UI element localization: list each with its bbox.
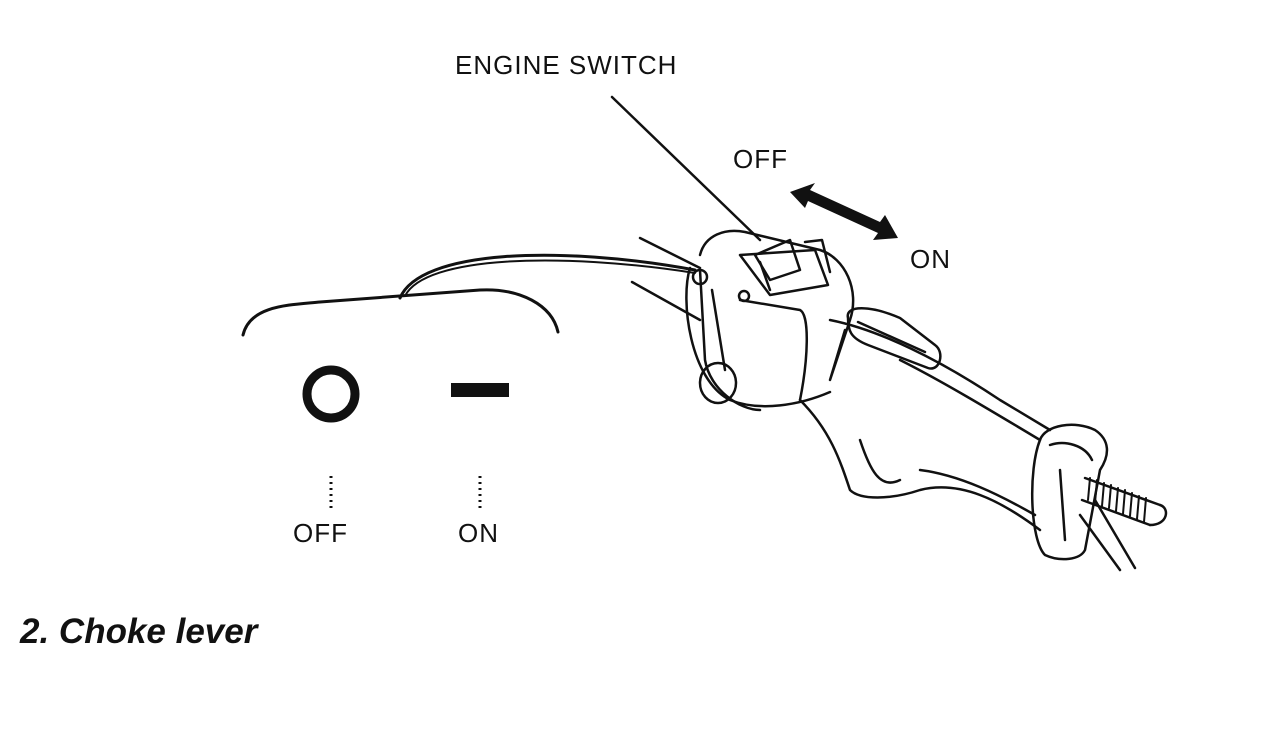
switch-on-label: ON xyxy=(910,244,951,274)
off-symbol-circle xyxy=(302,365,360,423)
symbol-on-label: ON xyxy=(458,518,499,548)
rocker-switch xyxy=(738,248,830,297)
handle-grip xyxy=(828,318,1052,432)
symbol-off-label: OFF xyxy=(293,518,348,548)
end-collar xyxy=(1030,423,1109,561)
section-heading: 2. Choke lever xyxy=(20,612,258,651)
switch-off-label: OFF xyxy=(733,144,788,174)
clipped-body-text-line xyxy=(20,708,1286,748)
detail-lead xyxy=(398,253,697,300)
off-on-double-arrow xyxy=(790,183,898,240)
drive-shaft xyxy=(1093,498,1137,570)
engine-switch-illustration xyxy=(241,95,1168,572)
on-symbol-bar xyxy=(451,383,509,397)
engine-switch-callout: ENGINE SWITCH xyxy=(455,50,678,80)
throttle-clip xyxy=(846,307,942,370)
callout-leader xyxy=(610,95,762,242)
